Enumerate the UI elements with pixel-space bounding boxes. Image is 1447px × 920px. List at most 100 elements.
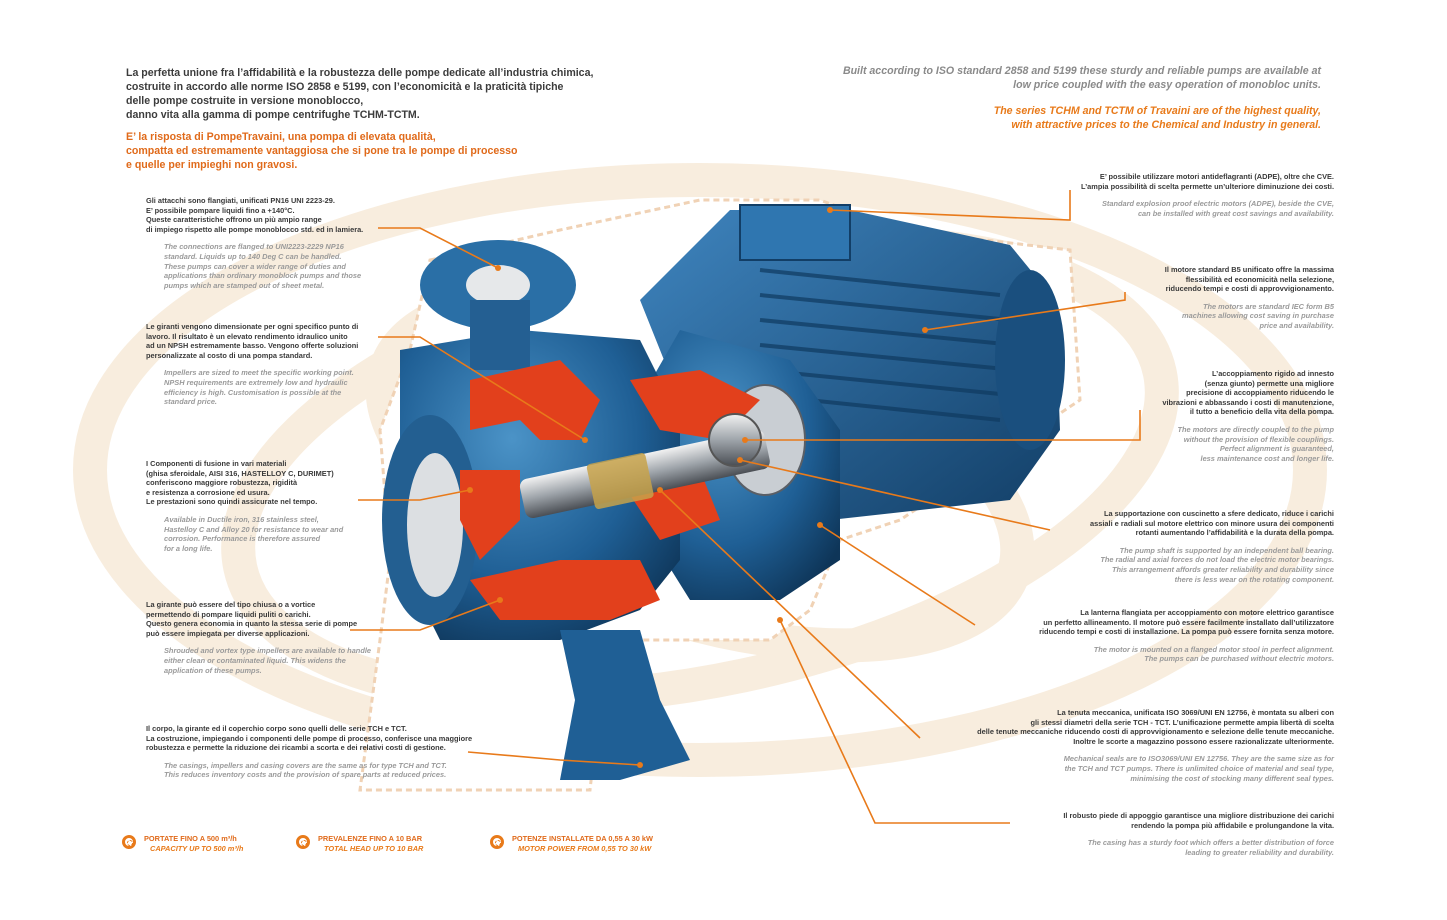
note-line: La supportazione con cuscinetto a sfere …: [1104, 509, 1334, 518]
intro-en-highlight-line: The series TCHM and TCTM of Travaini are…: [993, 105, 1321, 117]
note-line: minimising the cost of stocking many dif…: [1130, 773, 1334, 783]
note-line: ad un NPSH estremamente basso. Vengono o…: [146, 341, 359, 351]
note-line: Mechanical seals are to ISO3069/UNI EN 1…: [1063, 754, 1334, 764]
note-line: NPSH requirements are extremely low and …: [164, 377, 348, 387]
note-english: The motor is mounted on a flanged motor …: [914, 645, 1334, 664]
note-italian: Il robusto piede di appoggio garantisce …: [974, 811, 1334, 830]
note-english: The casings, impellers and casing covers…: [146, 761, 506, 780]
intro-en-line: low price coupled with the easy operatio…: [1013, 79, 1321, 91]
note-english: The connections are flanged to UNI2223-2…: [146, 242, 396, 290]
feature-it: PORTATE FINO A 500 m³/h: [144, 834, 237, 843]
note-standard-motor: Il motore standard B5 unificato offre la…: [1034, 265, 1334, 331]
note-line: Questo genera economia in quanto la stes…: [146, 619, 358, 629]
note-english: The motors are directly coupled to the p…: [1034, 425, 1334, 463]
note-line: personalizzate al costo di una pompa sta…: [146, 350, 313, 360]
note-italian: E’ possibile utilizzare motori antidefla…: [974, 172, 1334, 191]
note-line: standard price.: [164, 397, 217, 407]
note-line: Available in Ductile iron, 316 stainless…: [164, 514, 319, 524]
shaft: [519, 413, 770, 519]
intro-en-line: Built according to ISO standard 2858 and…: [842, 65, 1321, 77]
note-line: These pumps can cover a wider range of d…: [164, 261, 346, 271]
note-line: standard. Liquids up to 140 Deg C can be…: [164, 251, 342, 261]
note-line: riducendo tempi e costi di approvvigiona…: [1165, 284, 1334, 294]
note-line: Il robusto piede di appoggio garantisce …: [1063, 811, 1334, 820]
note-rigid-coupling: L’accoppiamento rigido ad innesto (senza…: [1034, 369, 1334, 463]
note-line: rendendo la pompa più affidabile e prolu…: [1131, 820, 1334, 830]
note-line: L’accoppiamento rigido ad innesto: [1212, 369, 1334, 378]
note-flanged-lantern: La lanterna flangiata per accoppiamento …: [914, 608, 1334, 664]
note-line: può essere impiegata per diverse applica…: [146, 628, 310, 638]
note-line: gli stessi diametri della serie TCH - TC…: [1030, 717, 1334, 727]
intro-it-highlight-line: compatta ed estremamente vantaggiosa che…: [126, 145, 518, 157]
note-line: for a long life.: [164, 543, 213, 553]
feature-power: POTENZE INSTALLATE DA 0,55 A 30 kW MOTOR…: [490, 834, 653, 853]
note-english: Standard explosion proof electric motors…: [974, 199, 1334, 218]
note-cast-components: I Componenti di fusione in vari material…: [146, 459, 396, 553]
note-line: The motors are standard IEC form B5: [1202, 301, 1334, 311]
note-line: delle tenute meccaniche riducendo costi …: [977, 727, 1334, 737]
note-english: Impellers are sized to meet the specific…: [146, 368, 396, 406]
note-italian: L’accoppiamento rigido ad innesto (senza…: [1034, 369, 1334, 417]
note-line: Gli attacchi sono flangiati, unificati P…: [146, 196, 335, 205]
intro-italian: La perfetta unione fra l’affidabilità e …: [126, 66, 646, 122]
note-line: without the provision of flexible coupli…: [1183, 434, 1334, 444]
note-line: Shrouded and vortex type impellers are a…: [164, 646, 372, 656]
orange-ring-icon: [490, 835, 504, 849]
note-mechanical-seal: La tenuta meccanica, unificata ISO 3069/…: [904, 708, 1334, 783]
note-line: there is less wear on the rotating compo…: [1174, 574, 1334, 584]
note-line: The motors are directly coupled to the p…: [1177, 424, 1334, 434]
note-line: La tenuta meccanica, unificata ISO 3069/…: [1057, 708, 1334, 717]
note-english: Mechanical seals are to ISO3069/UNI EN 1…: [904, 754, 1334, 783]
note-line: rotanti aumentando l’affidabilità e la d…: [1135, 528, 1334, 538]
note-explosion-proof-motors: E’ possibile utilizzare motori antidefla…: [974, 172, 1334, 218]
note-line: (ghisa sferoidale, AISI 316, HASTELLOY C…: [146, 468, 334, 478]
intro-it-highlight-line: e quelle per impieghi non gravosi.: [126, 159, 298, 171]
note-line: corrosion. Performance is therefore assu…: [164, 534, 321, 544]
intro-it-line: delle pompe costruite in versione monobl…: [126, 95, 364, 107]
feature-it: POTENZE INSTALLATE DA 0,55 A 30 kW: [512, 834, 653, 843]
note-line: The pump shaft is supported by an indepe…: [1119, 545, 1334, 555]
intro-it-line: La perfetta unione fra l’affidabilità e …: [126, 67, 594, 79]
note-line: E’ possibile pompare liquidi fino a +140…: [146, 205, 295, 215]
intro-english: Built according to ISO standard 2858 and…: [761, 64, 1321, 92]
note-line: The pumps can be purchased without elect…: [1144, 654, 1334, 664]
note-sturdy-foot: Il robusto piede di appoggio garantisce …: [974, 811, 1334, 857]
note-line: the TCH and TCT pumps. There is unlimite…: [1064, 763, 1334, 773]
note-line: E’ possibile utilizzare motori antidefla…: [1099, 172, 1334, 181]
note-italian: La supportazione con cuscinetto a sfere …: [974, 509, 1334, 538]
note-line: conferiscono maggiore robustezza, rigidi…: [146, 478, 298, 488]
note-ball-bearing: La supportazione con cuscinetto a sfere …: [974, 509, 1334, 584]
note-line: il tutto a beneficio della vita della po…: [1189, 407, 1334, 417]
note-line: application of these pumps.: [164, 665, 262, 675]
note-line: pumps which are stamped out of sheet met…: [164, 280, 325, 290]
note-italian: La tenuta meccanica, unificata ISO 3069/…: [904, 708, 1334, 746]
note-italian: Gli attacchi sono flangiati, unificati P…: [146, 196, 396, 234]
note-line: riducendo tempi e costi di installazione…: [1039, 627, 1334, 637]
note-line: either clean or contaminated liquid. Thi…: [164, 655, 346, 665]
note-line: Inoltre le scorte a magazzino possono es…: [1073, 736, 1334, 746]
intro-it-highlight-line: E’ la risposta di PompeTravaini, una pom…: [126, 131, 436, 143]
orange-ring-icon: [296, 835, 310, 849]
note-line: This reduces inventory costs and the pro…: [164, 770, 447, 780]
note-line: La girante può essere del tipo chiusa o …: [146, 600, 316, 609]
note-line: precisione di accoppiamento riducendo le: [1186, 388, 1334, 398]
note-line: This arrangement affords greater reliabi…: [1111, 564, 1334, 574]
note-italian: Le giranti vengono dimensionate per ogni…: [146, 322, 396, 360]
leader-lines: [350, 190, 1141, 824]
note-line: La costruzione, impiegando i componenti …: [146, 733, 473, 743]
note-english: Shrouded and vortex type impellers are a…: [146, 646, 396, 675]
note-casing-components: Il corpo, la girante ed il coperchio cor…: [146, 724, 506, 780]
note-line: price and availability.: [1259, 320, 1334, 330]
note-impeller-types: La girante può essere del tipo chiusa o …: [146, 600, 396, 675]
note-line: The casings, impellers and casing covers…: [164, 760, 447, 770]
note-line: The motor is mounted on a flanged motor …: [1093, 644, 1334, 654]
note-line: e resistenza a corrosione ed usura.: [146, 487, 270, 497]
note-line: The casing has a sturdy foot which offer…: [1087, 838, 1334, 848]
note-line: flessibilità ed economicità nella selezi…: [1185, 274, 1334, 284]
note-line: Hastelloy C and Alloy 20 for resistance …: [164, 524, 344, 534]
note-line: L’ampia possibilità di scelta permette u…: [1081, 181, 1334, 191]
note-italian: La lanterna flangiata per accoppiamento …: [914, 608, 1334, 637]
note-line: efficiency is high. Customisation is pos…: [164, 387, 342, 397]
note-line: assiali e radiali sul motore elettrico c…: [1090, 518, 1334, 528]
feature-en: CAPACITY UP TO 500 m³/h: [150, 843, 244, 853]
